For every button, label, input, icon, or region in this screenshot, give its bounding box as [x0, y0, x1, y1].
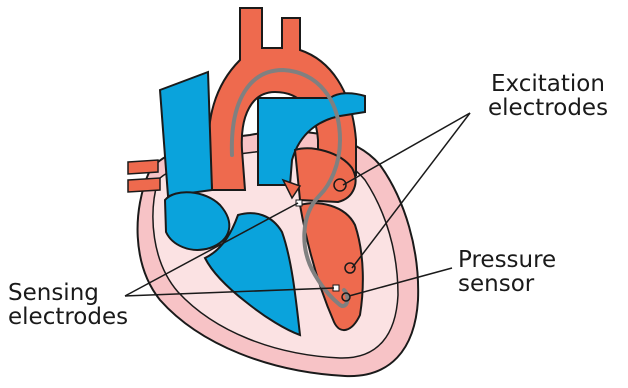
superior-vena-cava [160, 72, 212, 196]
pressure-sensor-label: Pressure sensor [458, 248, 556, 296]
excitation-electrodes-label: Excitation electrodes [468, 72, 628, 120]
pressure-line-1: Pressure [458, 247, 556, 273]
sensing-line-2: electrodes [8, 304, 128, 330]
sensing-line-1: Sensing [8, 280, 99, 306]
excitation-line-1: Excitation [491, 71, 605, 97]
sensing-electrodes-label: Sensing electrodes [8, 281, 128, 329]
excitation-line-2: electrodes [488, 95, 608, 121]
pressure-line-2: sensor [458, 271, 534, 297]
